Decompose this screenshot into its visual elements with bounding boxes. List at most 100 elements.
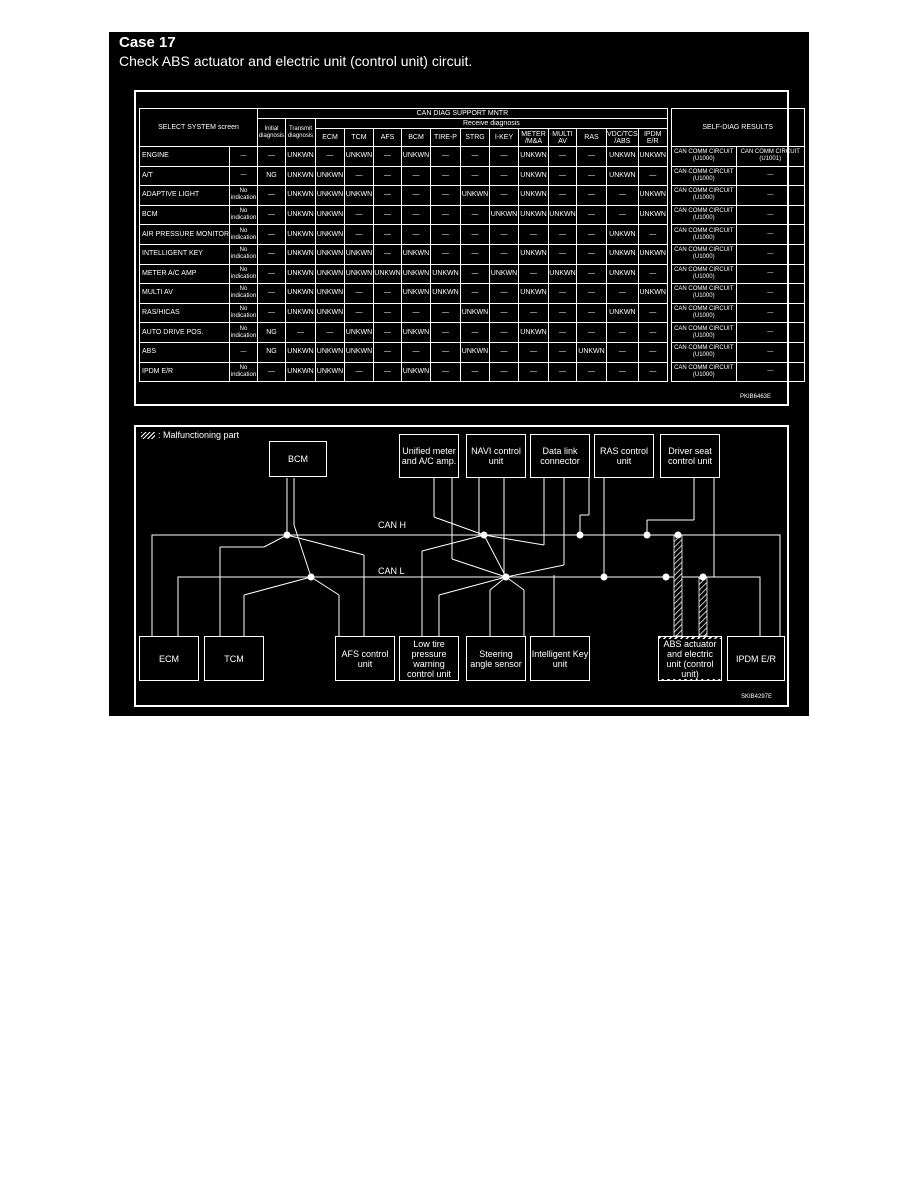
table-cell: — — [430, 361, 461, 383]
table-cell: — — [401, 165, 431, 187]
table-cell: NG — [257, 322, 286, 343]
self-diag-result: CAN COMM CIRCUIT (U1000) — [670, 322, 737, 343]
table-cell: — — [460, 146, 490, 167]
table-cell: — — [401, 185, 431, 206]
table-cell: — — [489, 185, 519, 206]
table-cell: UNKWN — [315, 302, 345, 324]
table-cell: — — [489, 165, 519, 187]
hatch-legend-icon — [141, 431, 155, 439]
table-cell: UNKWN — [637, 283, 668, 304]
transmit-header: Transmit diagnosis — [285, 118, 316, 147]
table-cell: UNKWN — [344, 146, 374, 167]
receive-col-header: TCM — [344, 128, 374, 147]
table-cell: No indication — [229, 302, 258, 324]
table-cell: — — [430, 243, 461, 265]
table-cell: — — [576, 224, 607, 245]
table-cell: — — [373, 341, 402, 363]
table-cell: UNKWN — [285, 283, 316, 304]
table-cell: — — [576, 283, 607, 304]
table-cell: UNKWN — [606, 146, 639, 167]
table-cell: — — [548, 283, 577, 304]
table-cell: — — [576, 302, 607, 324]
table-cell: UNKWN — [315, 204, 345, 226]
table-cell: — — [576, 322, 607, 343]
table-cell: UNKWN — [285, 361, 316, 383]
table-cell: UNKWN — [637, 243, 668, 265]
table-cell: UNKWN — [518, 165, 549, 187]
table-cell: — — [518, 361, 549, 383]
table-cell: — — [373, 224, 402, 245]
receive-col-header: ECM — [315, 128, 345, 147]
table-cell: — — [548, 341, 577, 363]
table-cell: — — [315, 146, 345, 167]
receive-col-header: VDC/TCS /ABS — [606, 128, 639, 147]
self-diag-result: — — [735, 204, 805, 226]
self-diag-result: — — [735, 263, 805, 285]
table-cell: UNKWN — [576, 341, 607, 363]
receive-col-header: TIRE-P — [430, 128, 461, 147]
tcm-unit: TCM — [204, 636, 264, 681]
table-cell: — — [430, 322, 461, 343]
table-cell: No indication — [229, 322, 258, 343]
table-cell: — — [518, 341, 549, 363]
table-code: PKIB6463E — [740, 394, 772, 400]
table-cell: — — [548, 361, 577, 383]
self-diag-result: — — [735, 224, 805, 245]
receive-header: Receive diagnosis — [315, 118, 668, 129]
table-cell: UNKWN — [344, 341, 374, 363]
receive-col-header: IPDM E/R — [637, 128, 668, 147]
table-cell: — — [548, 322, 577, 343]
table-cell: No indication — [229, 263, 258, 285]
table-row: ENGINE——UNKWN—UNKWN—UNKWN———UNKWN——UNKWN… — [139, 146, 805, 167]
table-cell: UNKWN — [285, 185, 316, 206]
table-cell: — — [576, 361, 607, 383]
table-cell: — — [401, 204, 431, 226]
table-cell: — — [373, 165, 402, 187]
table-cell: — — [373, 361, 402, 383]
table-cell: — — [373, 302, 402, 324]
table-cell: UNKWN — [285, 224, 316, 245]
receive-col-header: AFS — [373, 128, 402, 147]
table-cell: UNKWN — [430, 283, 461, 304]
legend: : Malfunctioning part — [141, 430, 239, 440]
table-cell: — — [489, 361, 519, 383]
table-cell: UNKWN — [373, 263, 402, 285]
system-name: METER A/C AMP — [139, 263, 230, 285]
table-cell: — — [576, 185, 607, 206]
table-cell: — — [285, 322, 316, 343]
table-cell: — — [257, 302, 286, 324]
table-cell: — — [373, 283, 402, 304]
table-cell: — — [401, 224, 431, 245]
table-cell: — — [606, 361, 639, 383]
table-cell: — — [489, 322, 519, 343]
can-diag-table: SELECT SYSTEM screen CAN DIAG SUPPORT MN… — [139, 108, 805, 383]
table-cell: — — [606, 322, 639, 343]
table-cell: — — [637, 361, 668, 383]
table-cell: — — [373, 185, 402, 206]
table-cell: UNKWN — [637, 146, 668, 167]
table-cell: UNKWN — [285, 243, 316, 265]
table-cell: — — [489, 224, 519, 245]
table-cell: — — [518, 224, 549, 245]
system-name: IPDM E/R — [139, 361, 230, 383]
table-cell: — — [257, 204, 286, 226]
table-cell: UNKWN — [637, 204, 668, 226]
table-cell: UNKWN — [401, 243, 431, 265]
self-diag-result: CAN COMM CIRCUIT (U1000) — [670, 185, 737, 206]
table-cell: No indication — [229, 283, 258, 304]
table-cell: UNKWN — [518, 283, 549, 304]
table-cell: UNKWN — [315, 185, 345, 206]
self-diag-result: CAN COMM CIRCUIT (U1000) — [670, 165, 737, 187]
table-cell: — — [606, 185, 639, 206]
table-cell: UNKWN — [315, 263, 345, 285]
table-cell: UNKWN — [344, 322, 374, 343]
table-cell: UNKWN — [460, 341, 490, 363]
table-cell: UNKWN — [285, 165, 316, 187]
driver-seat-control-unit: Driver seat control unit — [660, 434, 720, 478]
table-cell: — — [257, 146, 286, 167]
table-cell: UNKWN — [315, 165, 345, 187]
table-cell: — — [430, 204, 461, 226]
